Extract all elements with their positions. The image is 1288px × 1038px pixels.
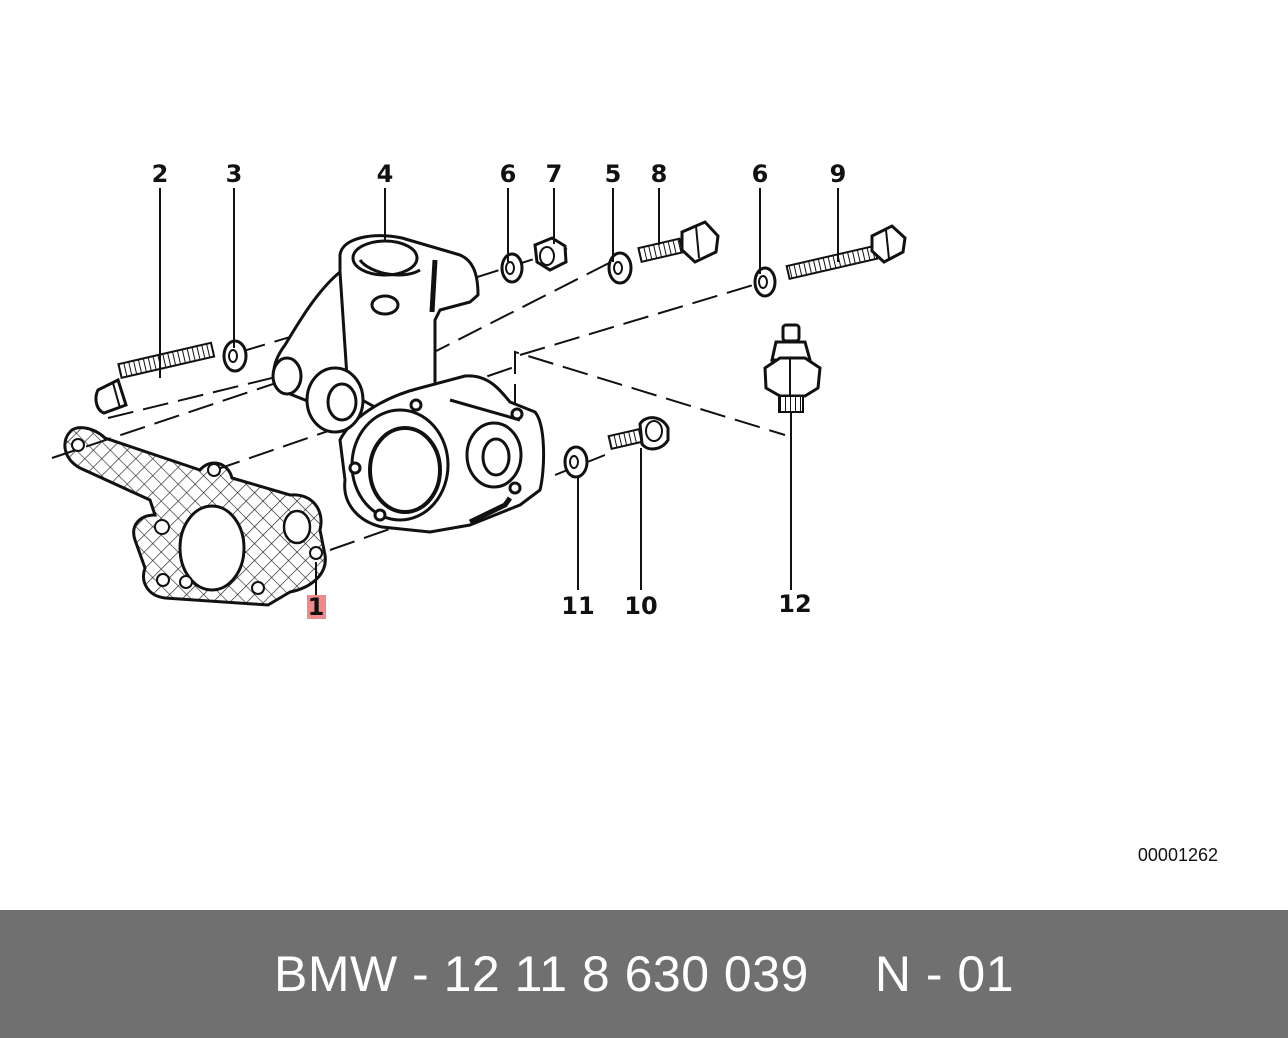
callout-9[interactable]: 9 bbox=[830, 160, 847, 188]
selected-part-highlight bbox=[307, 595, 326, 619]
callout-5[interactable]: 5 bbox=[605, 160, 622, 188]
washer-part-6a bbox=[500, 252, 524, 284]
callout-6b[interactable]: 6 bbox=[752, 160, 769, 188]
part-number-label: BMW - 12 11 8 630 039 bbox=[273, 946, 809, 1002]
callout-1[interactable]: 1 bbox=[308, 593, 325, 621]
nut-part-7 bbox=[533, 236, 568, 272]
bolt-part-2 bbox=[94, 341, 216, 415]
screw-part-10 bbox=[607, 416, 670, 451]
bolt-part-9 bbox=[785, 224, 907, 281]
variant-label: N - 01 bbox=[874, 946, 1015, 1002]
callout-3[interactable]: 3 bbox=[226, 160, 243, 188]
washer-part-6b bbox=[753, 266, 777, 298]
callout-10[interactable]: 10 bbox=[624, 592, 657, 620]
callout-2[interactable]: 2 bbox=[152, 160, 169, 188]
footer-bar: BMW - 12 11 8 630 039 N - 01 bbox=[0, 910, 1288, 1038]
housing-part bbox=[271, 234, 546, 534]
washer-part-5 bbox=[607, 251, 633, 285]
bolt-part-8 bbox=[637, 220, 720, 264]
diagram-reference-code: 00001262 bbox=[1137, 845, 1218, 865]
callout-4[interactable]: 4 bbox=[377, 160, 394, 188]
bushing-part-11 bbox=[563, 445, 589, 479]
callout-11[interactable]: 11 bbox=[561, 592, 594, 620]
callout-12[interactable]: 12 bbox=[778, 590, 811, 618]
callout-8[interactable]: 8 bbox=[651, 160, 668, 188]
callout-6a[interactable]: 6 bbox=[500, 160, 517, 188]
gasket-part bbox=[63, 426, 327, 607]
parts-diagram: 2 3 4 6 7 5 8 6 9 1 11 10 12 bbox=[51, 160, 907, 621]
leader-lines bbox=[159, 188, 839, 595]
pressure-switch-part-12 bbox=[763, 323, 822, 413]
callout-7[interactable]: 7 bbox=[546, 160, 563, 188]
